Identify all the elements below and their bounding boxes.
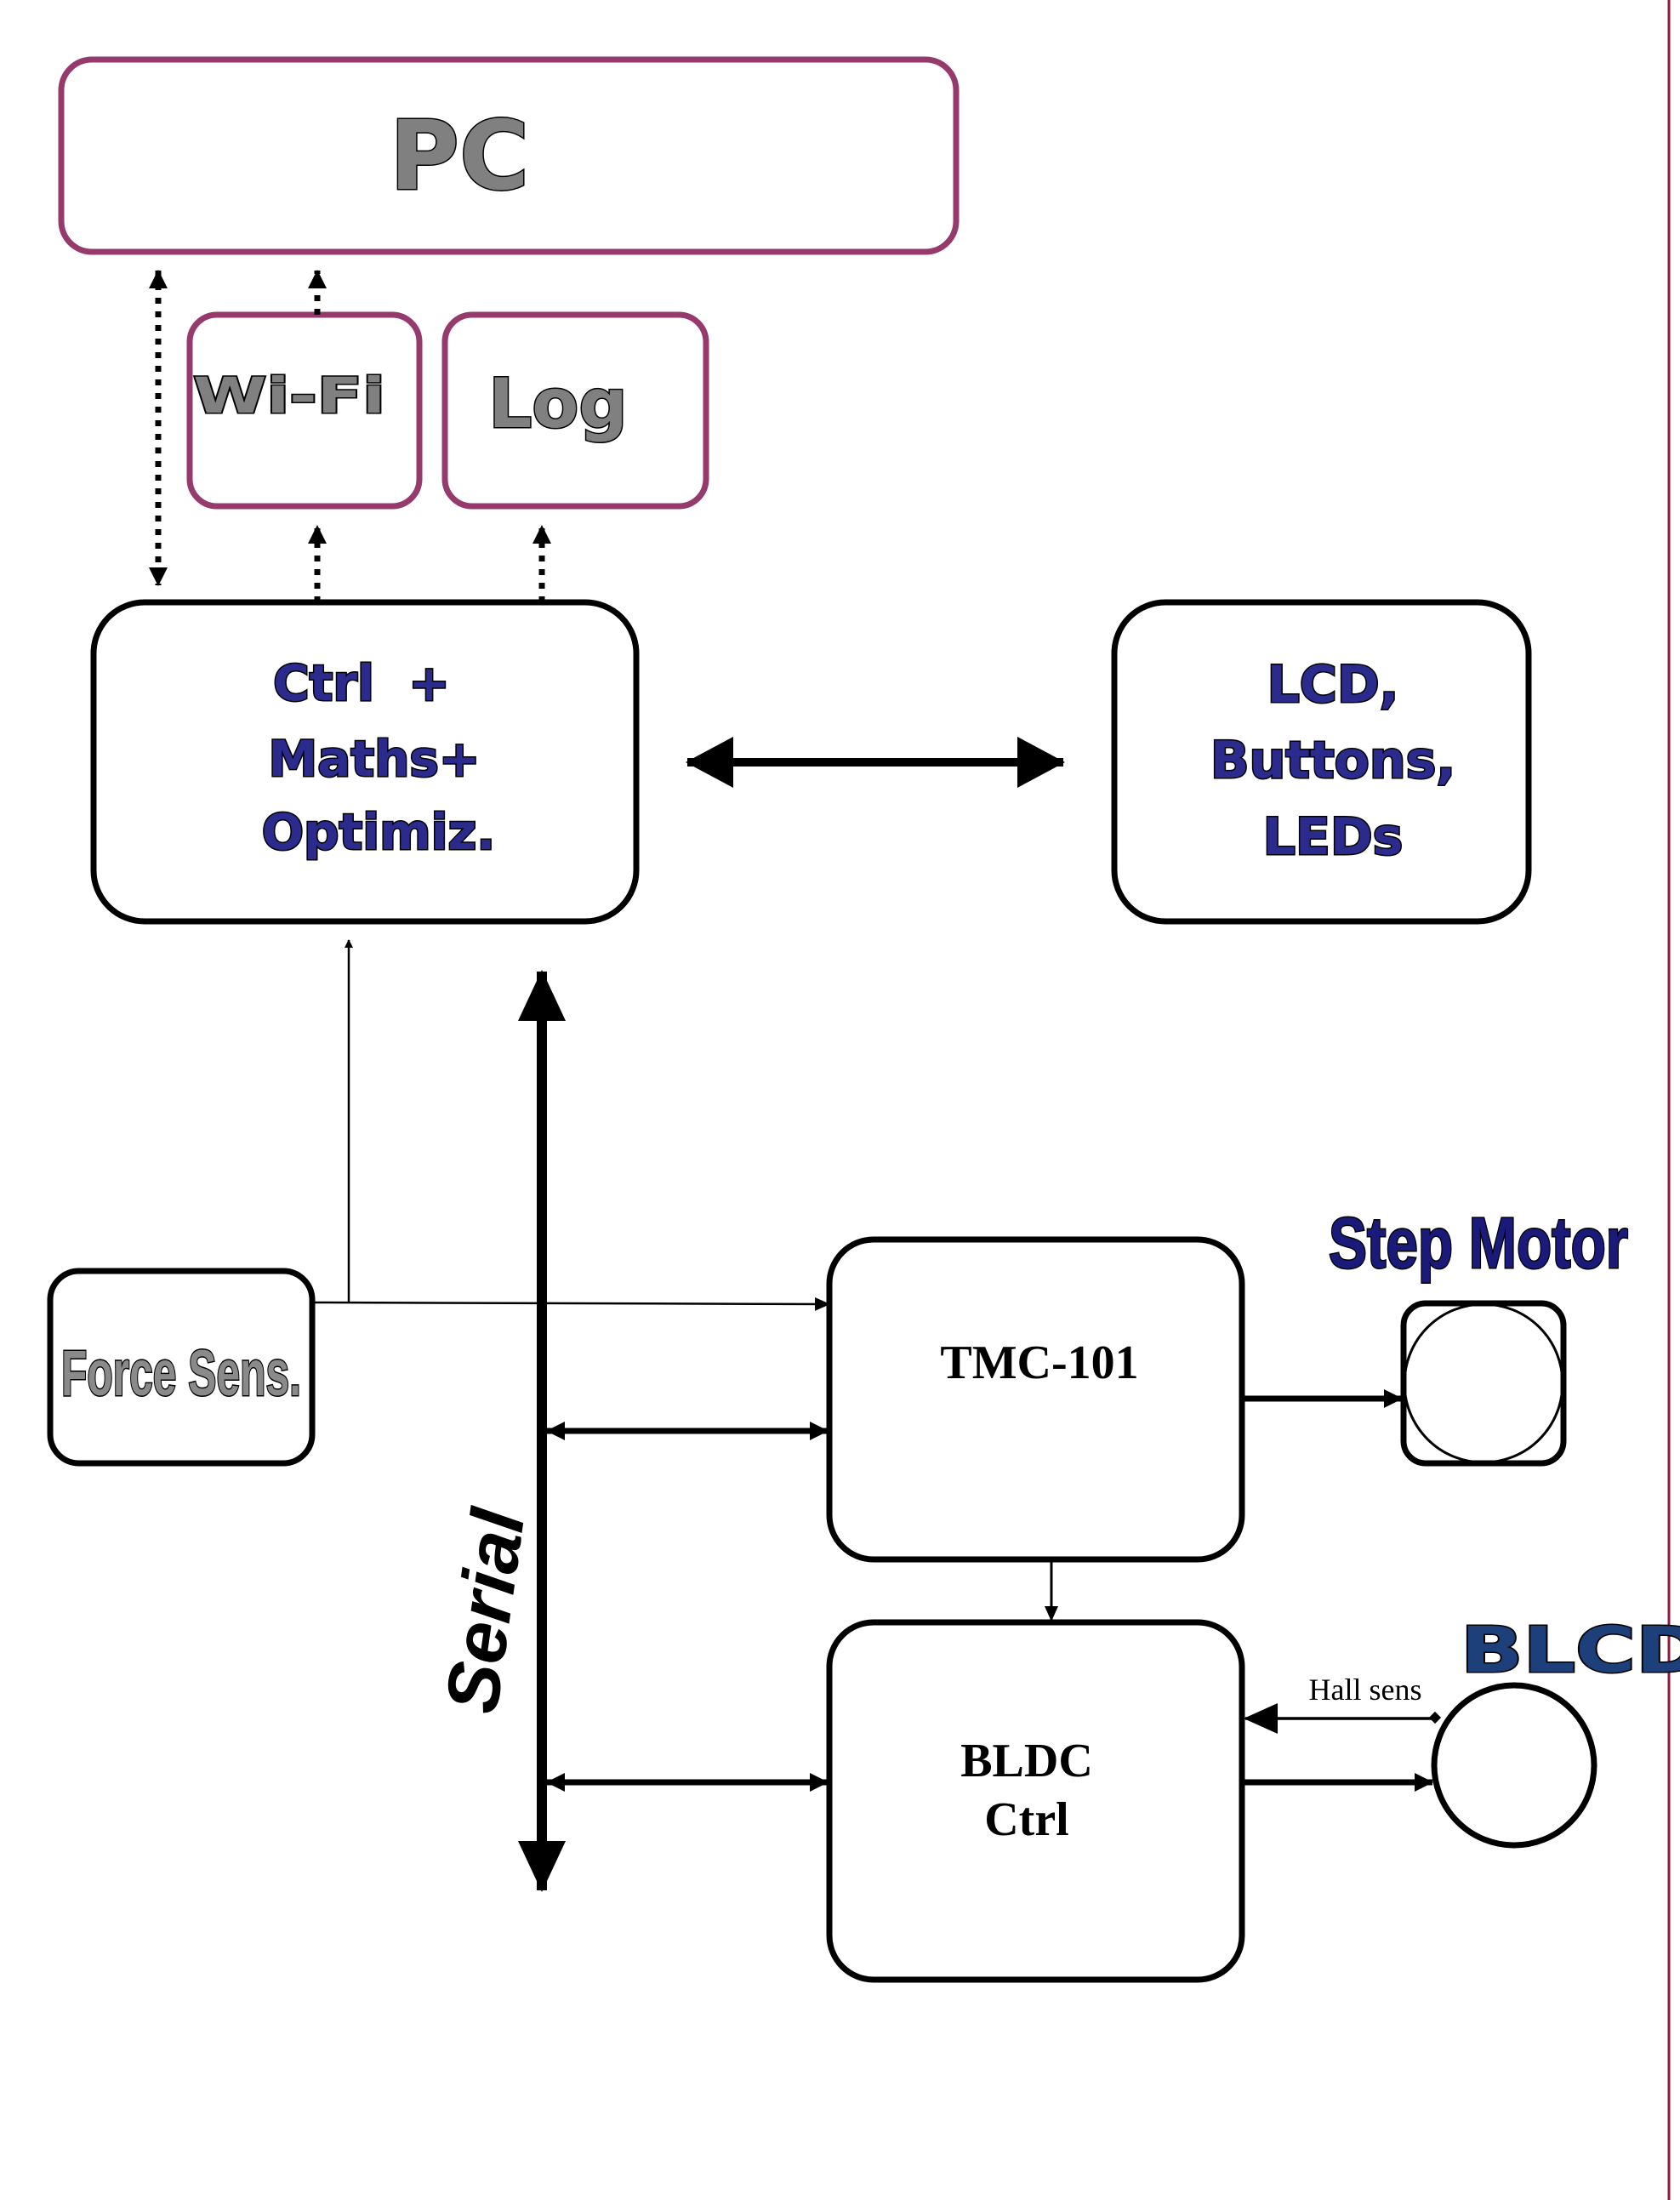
link-force-tmc: [311, 1297, 830, 1311]
serial-label: Serial: [429, 1503, 541, 1718]
step-motor: Step Motor: [1328, 1202, 1630, 1467]
ctrl-block: Ctrl + Maths+ Optimiz.: [90, 599, 640, 925]
bldc-motor-icon: [1431, 1682, 1597, 1849]
bldc-label-line2: Ctrl: [984, 1793, 1069, 1846]
log-block: Log: [441, 311, 709, 510]
ctrl-label-line3: Optimiz.: [262, 803, 496, 861]
lcd-label-line2: Buttons,: [1210, 731, 1455, 790]
blcd-label: BLCD: [1461, 1614, 1680, 1687]
bldc-label-line1: BLDC: [960, 1735, 1093, 1787]
pc-block: PC: [58, 56, 960, 255]
step-motor-label: Step Motor: [1329, 1203, 1628, 1283]
wifi-label: Wi-Fi: [193, 367, 385, 425]
pc-label: PC: [390, 101, 529, 212]
lcd-label-line3: LEDs: [1263, 807, 1404, 867]
ctrl-label-line2: Maths+: [269, 730, 481, 788]
log-label: Log: [488, 364, 627, 443]
ctrl-label-line1: Ctrl +: [273, 654, 450, 712]
lcd-label-line1: LCD,: [1267, 655, 1399, 715]
bldc-block: BLDC Ctrl: [826, 1619, 1245, 1983]
lcd-block: LCD, Buttons, LEDs: [1111, 599, 1532, 925]
hall-sensor-dot: [1428, 1711, 1442, 1724]
force-sensor-label: Force Sens.: [61, 1337, 301, 1410]
tmc-block: TMC-101: [826, 1236, 1245, 1563]
force-sensor-block: Force Sens.: [47, 1268, 316, 1467]
hall-sensor-label: Hall sens: [1309, 1673, 1422, 1707]
wifi-block: Wi-Fi: [186, 311, 423, 510]
tmc-label: TMC-101: [940, 1337, 1138, 1389]
bldc-motor: BLCD: [1431, 1613, 1680, 1849]
